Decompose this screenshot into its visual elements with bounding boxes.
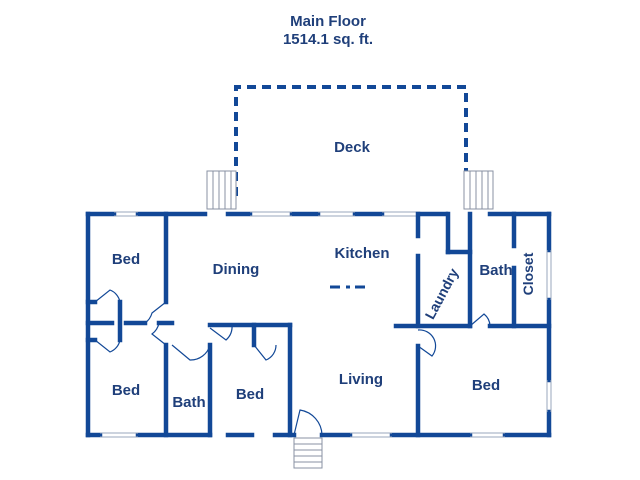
door-swings (94, 289, 491, 436)
interior-walls (85, 211, 552, 438)
room-label-bath-right: Bath (479, 262, 512, 279)
room-label-dining: Dining (213, 261, 260, 278)
room-label-bed-right: Bed (472, 377, 500, 394)
front-stairs (293, 437, 323, 469)
room-label-bed-middle: Bed (236, 386, 264, 403)
room-label-bath-small: Bath (172, 394, 205, 411)
room-label-closet: Closet (520, 252, 536, 295)
deck-stairs-left (206, 170, 237, 210)
windows (100, 211, 552, 438)
room-label-living: Living (339, 371, 383, 388)
deck-outline (234, 85, 468, 196)
room-label-laundry: Laundry (422, 265, 462, 321)
room-label-bed-top-left: Bed (112, 251, 140, 268)
plan-title: Main Floor (290, 13, 366, 30)
deck-stairs-right (463, 170, 494, 210)
room-label-deck: Deck (334, 139, 371, 156)
room-label-kitchen: Kitchen (334, 245, 389, 262)
room-label-bed-bottom-left: Bed (112, 382, 140, 399)
plan-area: 1514.1 sq. ft. (283, 31, 373, 48)
exterior-walls (85, 211, 552, 438)
